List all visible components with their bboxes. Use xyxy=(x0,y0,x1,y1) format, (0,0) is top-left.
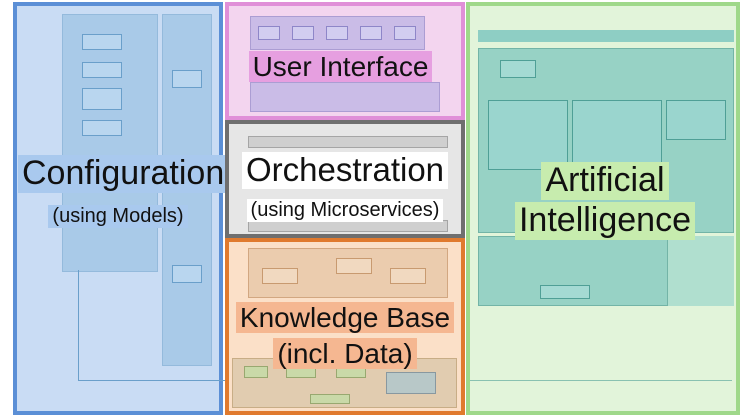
ai-model-diagram-right xyxy=(668,236,734,306)
ui-model-node xyxy=(326,26,348,40)
configuration-model-node xyxy=(82,34,122,50)
ui-model-node xyxy=(360,26,382,40)
ui-model-node xyxy=(292,26,314,40)
configuration-model-node xyxy=(82,120,122,136)
ai-model-node xyxy=(572,100,662,170)
configuration-model-node xyxy=(172,265,202,283)
knowledge-base-subtitle: (incl. Data) xyxy=(228,338,462,370)
ai-header-bar xyxy=(478,30,734,42)
configuration-model-node xyxy=(82,88,122,110)
ai-subtitle: Intelligence xyxy=(480,202,730,240)
configuration-model-node xyxy=(172,70,202,88)
connector-line xyxy=(470,380,732,381)
orchestration-title: Orchestration xyxy=(228,152,462,189)
kb-data-node xyxy=(310,394,350,404)
orchestration-subtitle: (using Microservices) xyxy=(228,199,462,222)
ai-model-node xyxy=(540,285,590,299)
ui-model-node xyxy=(394,26,416,40)
configuration-subtitle: (using Models) xyxy=(18,205,218,228)
configuration-model-diagram xyxy=(62,14,158,272)
kb-model-node xyxy=(262,268,298,284)
ai-model-node xyxy=(488,100,568,170)
ui-model-node xyxy=(258,26,280,40)
kb-model-node xyxy=(390,268,426,284)
connector-line xyxy=(78,380,228,381)
configuration-model-node xyxy=(82,62,122,78)
kb-data-node xyxy=(386,372,436,394)
ai-title: Artificial xyxy=(480,162,730,200)
user-interface-title: User Interface xyxy=(228,51,453,83)
ui-model-diagram-lower xyxy=(250,82,440,112)
ai-model-node xyxy=(500,60,536,78)
kb-model-node xyxy=(336,258,372,274)
ai-model-node xyxy=(666,100,726,140)
connector-line xyxy=(78,270,79,380)
configuration-title: Configuration xyxy=(18,155,229,193)
kb-data-node xyxy=(244,366,268,378)
knowledge-base-title: Knowledge Base xyxy=(228,302,462,334)
orchestration-diagram xyxy=(248,136,448,148)
